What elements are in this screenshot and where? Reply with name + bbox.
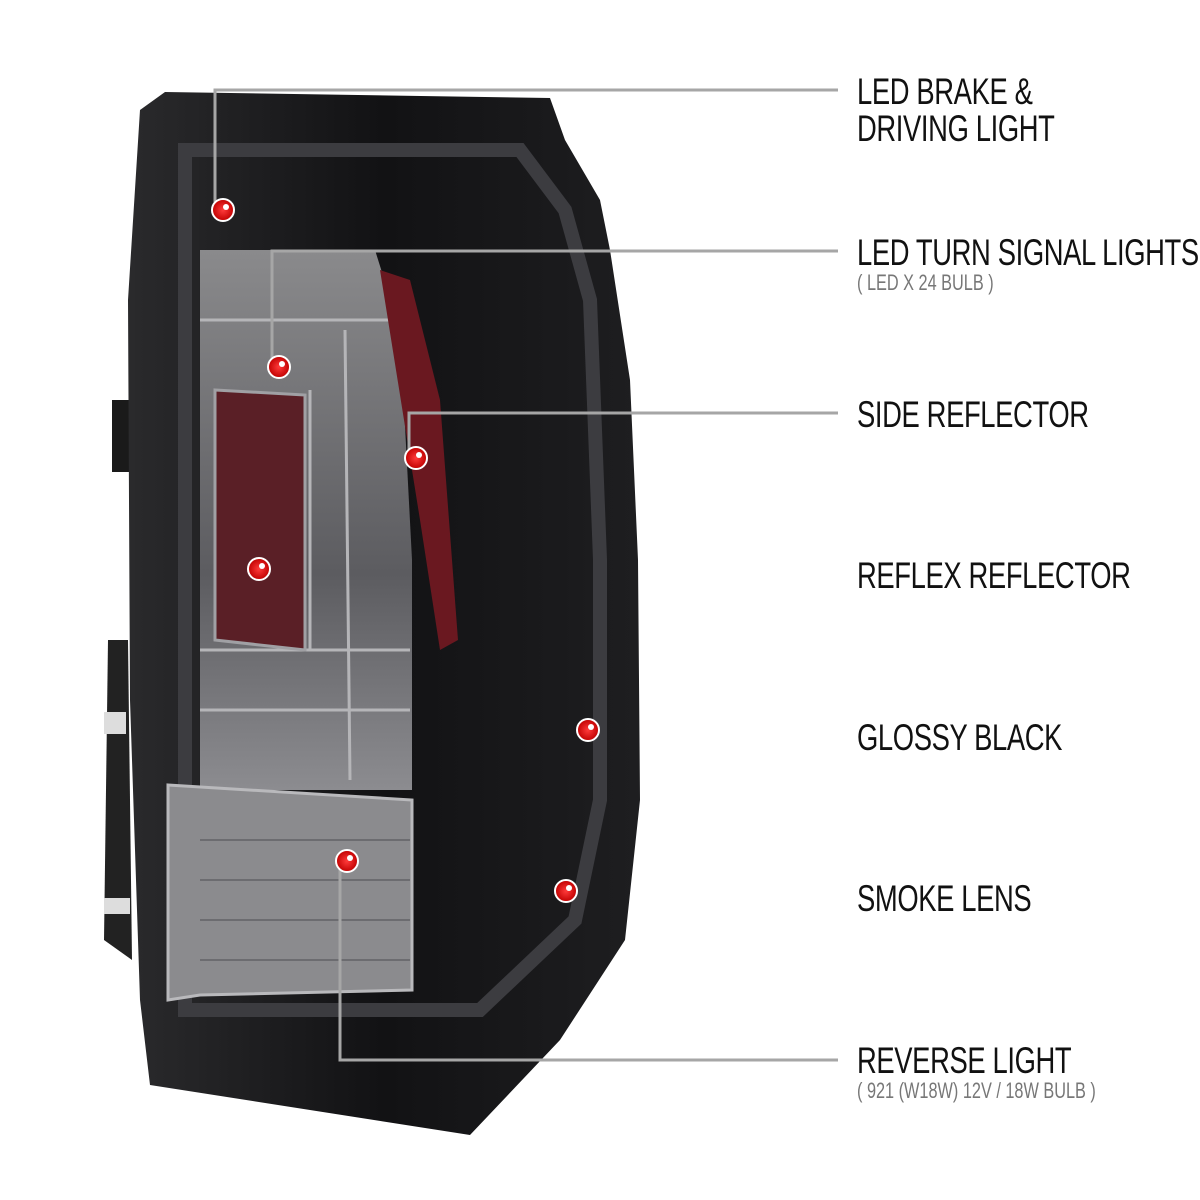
callout-dot	[576, 718, 600, 742]
reverse-lens-ridges	[200, 839, 410, 961]
callout-reflex-reflector: REFLEX REFLECTOR	[857, 557, 1131, 594]
callout-title: SIDE REFLECTOR	[857, 394, 1089, 435]
callout-dot	[335, 849, 359, 873]
reflex-reflector-element	[213, 388, 307, 652]
led-grid	[200, 318, 410, 781]
callout-dot	[554, 879, 578, 903]
mounting-bracket	[104, 400, 132, 960]
callout-subtitle: ( 921 (W18W) 12V / 18W BULB )	[857, 1078, 1096, 1103]
callout-title: REFLEX REFLECTOR	[857, 555, 1131, 596]
callout-dot	[404, 446, 428, 470]
light-bar	[178, 143, 607, 1017]
callout-reverse-light: REVERSE LIGHT ( 921 (W18W) 12V / 18W BUL…	[857, 1042, 1096, 1103]
callout-title: SMOKE LENS	[857, 878, 1032, 919]
reverse-lens	[166, 783, 414, 1002]
callout-side-reflector: SIDE REFLECTOR	[857, 396, 1089, 433]
callout-dot	[247, 557, 271, 581]
callout-subtitle: ( LED X 24 BULB )	[857, 270, 994, 295]
callout-dot	[211, 198, 235, 222]
callout-title: LED BRAKE &	[857, 71, 1033, 112]
callout-glossy-black: GLOSSY BLACK	[857, 719, 1062, 756]
callout-title: GLOSSY BLACK	[857, 717, 1063, 758]
callout-dot	[267, 355, 291, 379]
callout-smoke-lens: SMOKE LENS	[857, 878, 1032, 919]
callout-title: REVERSE LIGHT	[857, 1040, 1072, 1081]
callout-lines	[213, 88, 838, 1062]
callout-led-turn-signal: LED TURN SIGNAL LIGHTS ( LED X 24 BULB )	[857, 234, 1199, 295]
callout-title: DRIVING LIGHT	[857, 108, 1055, 149]
callout-led-brake-driving-light: LED BRAKE & DRIVING LIGHT	[857, 73, 1055, 147]
callout-dots	[211, 198, 600, 903]
callout-title: LED TURN SIGNAL LIGHTS	[857, 232, 1199, 273]
